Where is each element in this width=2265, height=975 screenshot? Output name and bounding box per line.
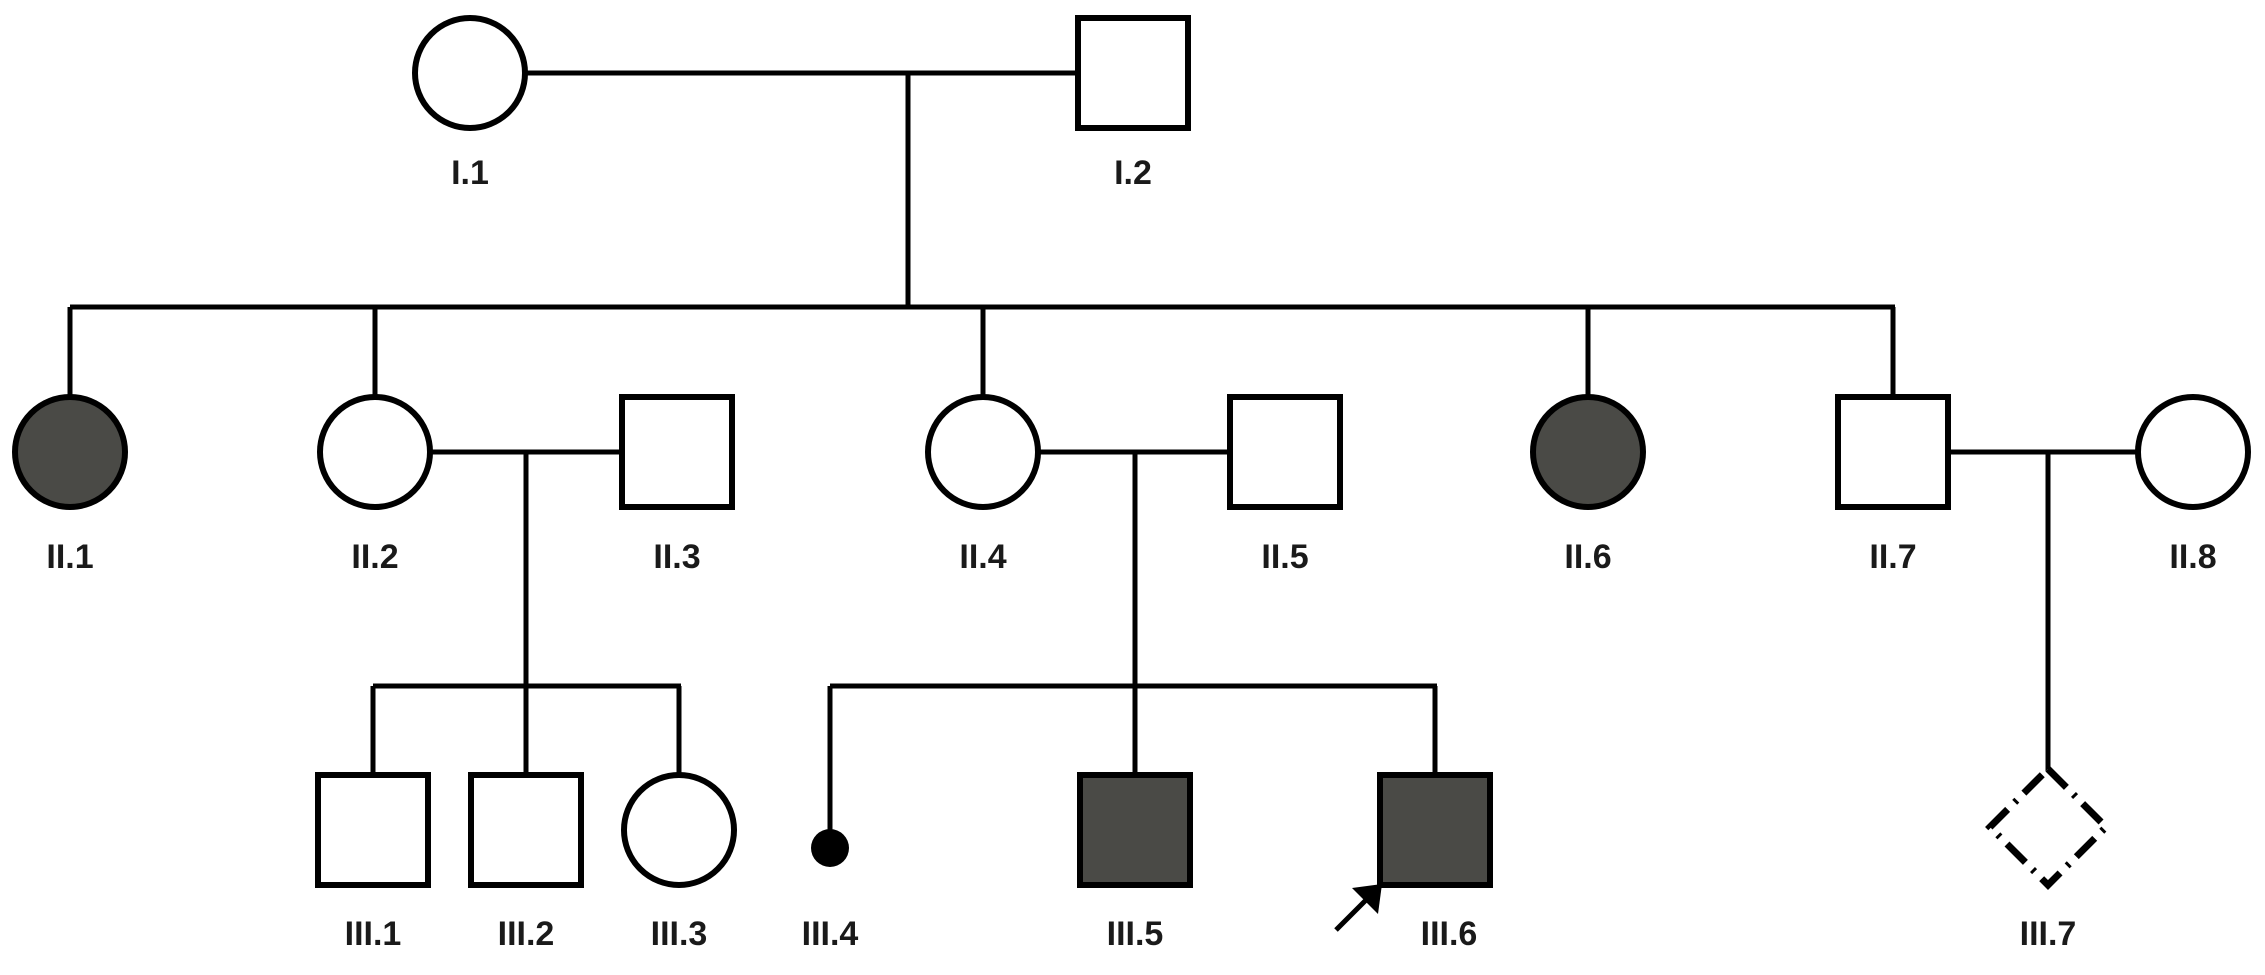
symbols-layer: [12, 15, 2251, 932]
individual-I2-square[interactable]: [1075, 15, 1191, 131]
individual-III4-pregnancy-loss-dot[interactable]: [811, 829, 849, 867]
label-II1: II.1: [46, 538, 93, 576]
label-III6: III.6: [1421, 915, 1478, 953]
label-III5: III.5: [1107, 915, 1164, 953]
labels-layer: I.1 I.2 II.1 II.2 II.3 II.4 II.5 II.6 II…: [46, 154, 2216, 953]
label-II7: II.7: [1869, 538, 1916, 576]
label-I1: I.1: [451, 154, 489, 192]
individual-I1-circle[interactable]: [412, 15, 528, 131]
individual-II7-square[interactable]: [1835, 394, 1951, 510]
label-II6: II.6: [1564, 538, 1611, 576]
individual-III2-square[interactable]: [468, 772, 584, 888]
individual-II1-circle-affected[interactable]: [12, 394, 128, 510]
individual-II6-circle-affected[interactable]: [1530, 394, 1646, 510]
individual-II3-square[interactable]: [619, 394, 735, 510]
label-II2: II.2: [351, 538, 398, 576]
label-III4: III.4: [802, 915, 859, 953]
individual-II8-circle[interactable]: [2135, 394, 2251, 510]
label-I2: I.2: [1114, 154, 1152, 192]
label-III2: III.2: [498, 915, 555, 953]
individual-III5-square-affected[interactable]: [1077, 772, 1193, 888]
individual-III7-diamond-dashdot[interactable]: [1985, 764, 2111, 890]
label-II5: II.5: [1261, 538, 1308, 576]
individual-III1-square[interactable]: [315, 772, 431, 888]
label-II4: II.4: [959, 538, 1006, 576]
connectors-layer: [67, 70, 2140, 832]
individual-III3-circle[interactable]: [621, 772, 737, 888]
proband-arrow-head: [1352, 884, 1382, 914]
proband-arrow-icon: [1334, 884, 1382, 932]
individual-III6-square-affected-proband[interactable]: [1377, 772, 1493, 888]
label-II8: II.8: [2169, 538, 2216, 576]
label-III1: III.1: [345, 915, 402, 953]
individual-II2-circle[interactable]: [317, 394, 433, 510]
individual-II5-square[interactable]: [1227, 394, 1343, 510]
label-III3: III.3: [651, 915, 708, 953]
label-II3: II.3: [653, 538, 700, 576]
individual-II4-circle[interactable]: [925, 394, 1041, 510]
label-III7: III.7: [2020, 915, 2077, 953]
